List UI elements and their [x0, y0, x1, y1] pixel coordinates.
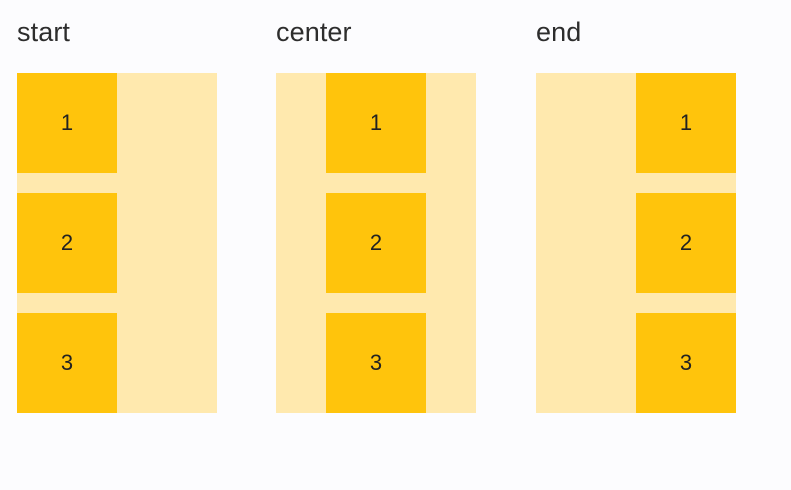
flex-item-label: 3 — [60, 350, 74, 375]
flex-item: 1 — [636, 73, 736, 173]
flex-item: 2 — [17, 193, 117, 293]
flex-item: 2 — [636, 193, 736, 293]
flex-item-label: 3 — [679, 350, 693, 375]
flex-item-label: 1 — [679, 110, 693, 135]
flex-item: 3 — [17, 313, 117, 413]
flex-item-label: 3 — [369, 350, 383, 375]
flex-item-label: 1 — [369, 110, 383, 135]
flex-item: 1 — [326, 73, 426, 173]
flex-item-label: 2 — [60, 230, 74, 255]
flex-item: 2 — [326, 193, 426, 293]
group-label-end: end — [536, 17, 582, 47]
flex-container-center: 1 2 3 — [276, 73, 476, 413]
group-label-center: center — [276, 17, 352, 47]
flex-item-label: 2 — [369, 230, 383, 255]
flex-item: 1 — [17, 73, 117, 173]
flex-container-start: 1 2 3 — [17, 73, 217, 413]
flex-item-label: 1 — [60, 110, 74, 135]
flex-item: 3 — [636, 313, 736, 413]
flex-item-label: 2 — [679, 230, 693, 255]
flex-item: 3 — [326, 313, 426, 413]
flex-container-end: 1 2 3 — [536, 73, 736, 413]
group-label-start: start — [17, 17, 71, 47]
